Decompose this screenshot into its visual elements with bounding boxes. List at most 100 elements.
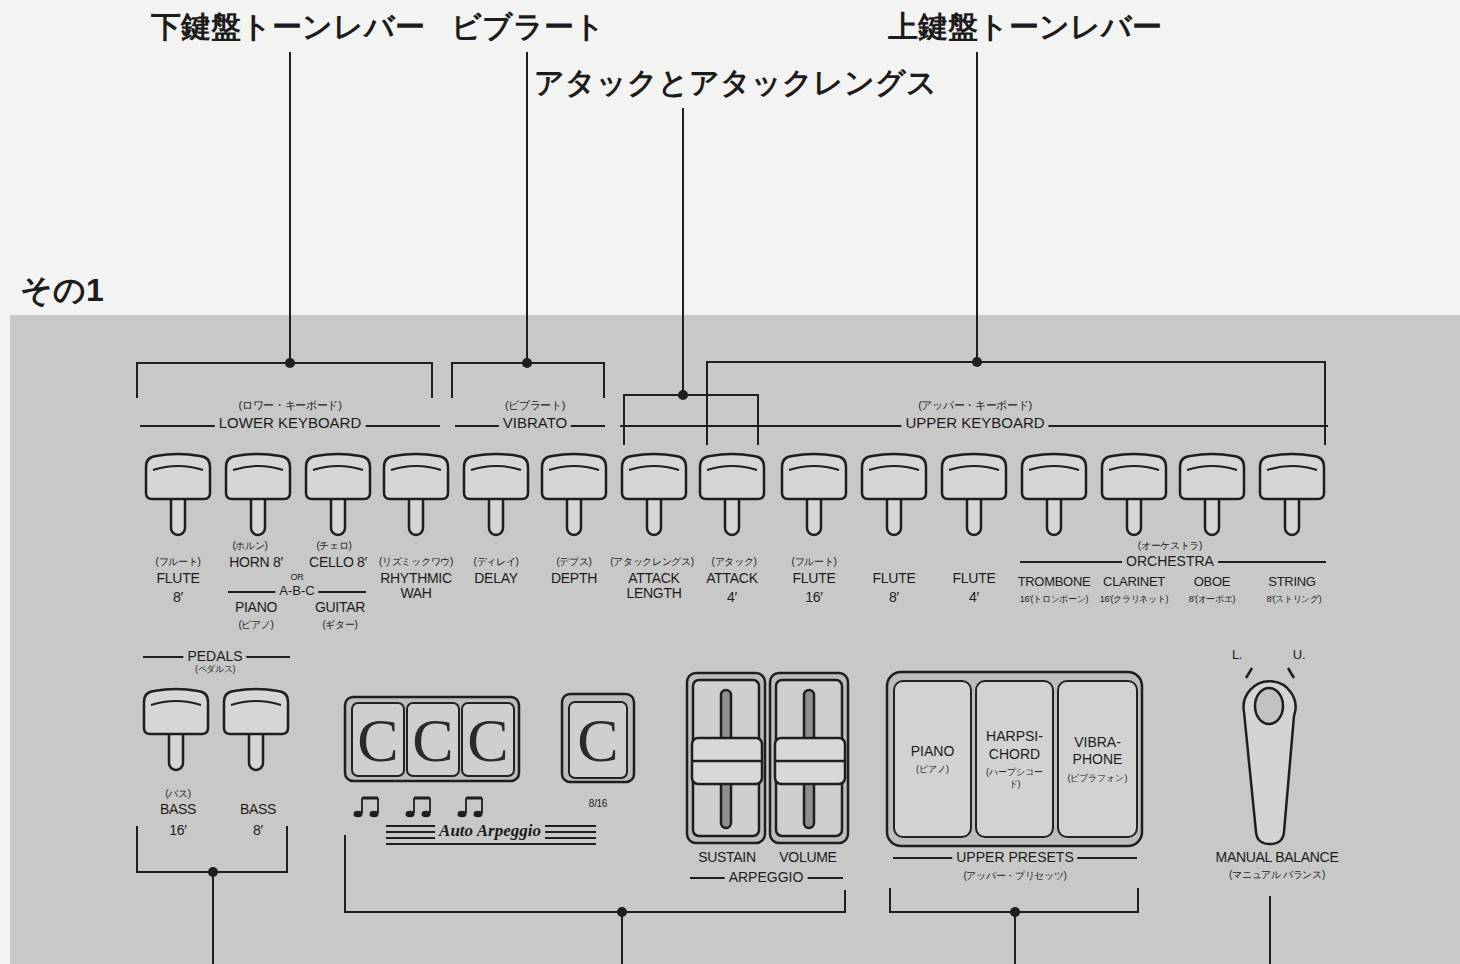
- balance-knob: [1244, 668, 1296, 844]
- control-label: PIANO: [235, 600, 277, 615]
- slider-controls: [687, 673, 848, 843]
- lever-edge: [151, 701, 201, 705]
- control-label: MANUAL BALANCE: [1216, 850, 1339, 865]
- lever-edge: [1029, 466, 1079, 470]
- control-label: (マニュアル バランス): [1229, 869, 1325, 880]
- note-beam: [362, 797, 378, 800]
- callout-heading: 上鍵盤トーンレバー: [888, 10, 1162, 43]
- control-label: U.: [1293, 648, 1305, 662]
- control-label: (ギター): [322, 619, 357, 630]
- control-label: TROMBONE: [1018, 575, 1091, 589]
- tone-lever: [384, 454, 448, 535]
- lever-edge: [949, 466, 999, 470]
- control-label: (ホルン): [232, 540, 267, 551]
- note-stem: [413, 798, 415, 813]
- control-label: 8′(ストリング): [1267, 595, 1322, 605]
- button-letter: C: [357, 709, 398, 771]
- lever-head: [782, 454, 846, 499]
- control-label: (リズミックワウ): [379, 556, 453, 567]
- lever-head: [1180, 454, 1244, 499]
- lever-head: [622, 454, 686, 499]
- control-label: (アッパー・プリセッツ): [963, 870, 1066, 881]
- callout-heading: アタックとアタックレングス: [534, 66, 937, 99]
- preset-name: HARPSI- CHORD: [981, 728, 1048, 763]
- lever-edge: [1109, 466, 1159, 470]
- control-label: (バス): [165, 788, 190, 799]
- control-label: (フルート): [792, 556, 837, 567]
- panel-ground: [10, 315, 1460, 964]
- control-label: STRING: [1268, 575, 1315, 589]
- tone-lever: [542, 454, 606, 535]
- note-stem: [377, 798, 379, 813]
- tone-lever: [226, 454, 290, 535]
- control-label: ARPEGGIO: [725, 870, 808, 885]
- tone-lever: [622, 454, 686, 535]
- lever-edge: [1267, 466, 1317, 470]
- control-label: (ピアノ): [238, 619, 273, 630]
- arpeggio-button: C: [351, 702, 405, 777]
- control-label: SUSTAIN: [698, 850, 756, 865]
- control-label: 8′: [889, 590, 899, 605]
- lever-head: [226, 454, 290, 499]
- lever-head: [464, 454, 528, 499]
- lever-edge: [313, 466, 363, 470]
- lever-head: [144, 689, 208, 734]
- control-label: VIBRATO: [499, 415, 571, 432]
- lever-head: [384, 454, 448, 499]
- control-label: ATTACK: [706, 571, 757, 586]
- lever-edge: [707, 466, 757, 470]
- lever-head: [542, 454, 606, 499]
- note-stem: [465, 798, 467, 813]
- control-label: CLARINET: [1103, 575, 1165, 589]
- control-label: PEDALS: [183, 649, 246, 664]
- control-label: 8′: [173, 590, 183, 605]
- control-label: 16′(トロンボーン): [1020, 595, 1088, 605]
- control-label: 8′(オーボエ): [1189, 595, 1235, 605]
- control-label: LOWER KEYBOARD: [215, 415, 366, 432]
- control-label: (デプス): [556, 556, 591, 567]
- control-label: FLUTE: [793, 571, 836, 586]
- preset-kana: (ピアノ): [916, 764, 949, 775]
- arpeggio-frame: [345, 697, 519, 781]
- control-label: CELLO 8′: [309, 555, 367, 570]
- callout-dots: [208, 357, 1020, 917]
- lever-head: [1260, 454, 1324, 499]
- control-label: 16′(クラリネット): [1100, 595, 1168, 605]
- preset-button: HARPSI- CHORD(ハープシコード): [975, 680, 1054, 838]
- button-letter: C: [577, 709, 618, 771]
- note-stem: [481, 798, 483, 813]
- control-label: ORCHESTRA: [1122, 554, 1218, 569]
- button-letter: C: [467, 709, 508, 771]
- lever-edge: [153, 466, 203, 470]
- preset-button: VIBRA- PHONE(ビブラフォン): [1057, 680, 1138, 838]
- arpeggio-button: C: [461, 702, 515, 777]
- callout-lines: [137, 52, 1328, 964]
- lever-edge: [1187, 466, 1237, 470]
- arpeggio-button: C: [406, 702, 460, 777]
- tone-lever: [146, 454, 210, 535]
- note-stem: [429, 798, 431, 813]
- control-label: RHYTHMIC WAH: [378, 571, 454, 602]
- tone-levers: [144, 454, 1324, 770]
- note-beam: [466, 797, 482, 800]
- lever-head: [1022, 454, 1086, 499]
- lever-head: [146, 454, 210, 499]
- lever-edge: [869, 466, 919, 470]
- control-label: DELAY: [474, 571, 517, 586]
- preset-name: VIBRA- PHONE: [1063, 734, 1132, 769]
- tone-lever: [306, 454, 370, 535]
- control-label: UPPER KEYBOARD: [901, 415, 1048, 432]
- control-label: 4′: [969, 590, 979, 605]
- lever-edge: [233, 466, 283, 470]
- lever-edge: [231, 701, 281, 705]
- lever-head: [224, 689, 288, 734]
- control-label: L.: [1232, 648, 1242, 662]
- preset-name: PIANO: [911, 743, 955, 761]
- control-label: 16′: [169, 823, 186, 838]
- control-label: (フルート): [156, 556, 201, 567]
- control-label: HORN 8′: [229, 555, 282, 570]
- tone-lever: [1260, 454, 1324, 535]
- control-label: (アタック): [712, 556, 757, 567]
- control-label: OR: [291, 573, 304, 583]
